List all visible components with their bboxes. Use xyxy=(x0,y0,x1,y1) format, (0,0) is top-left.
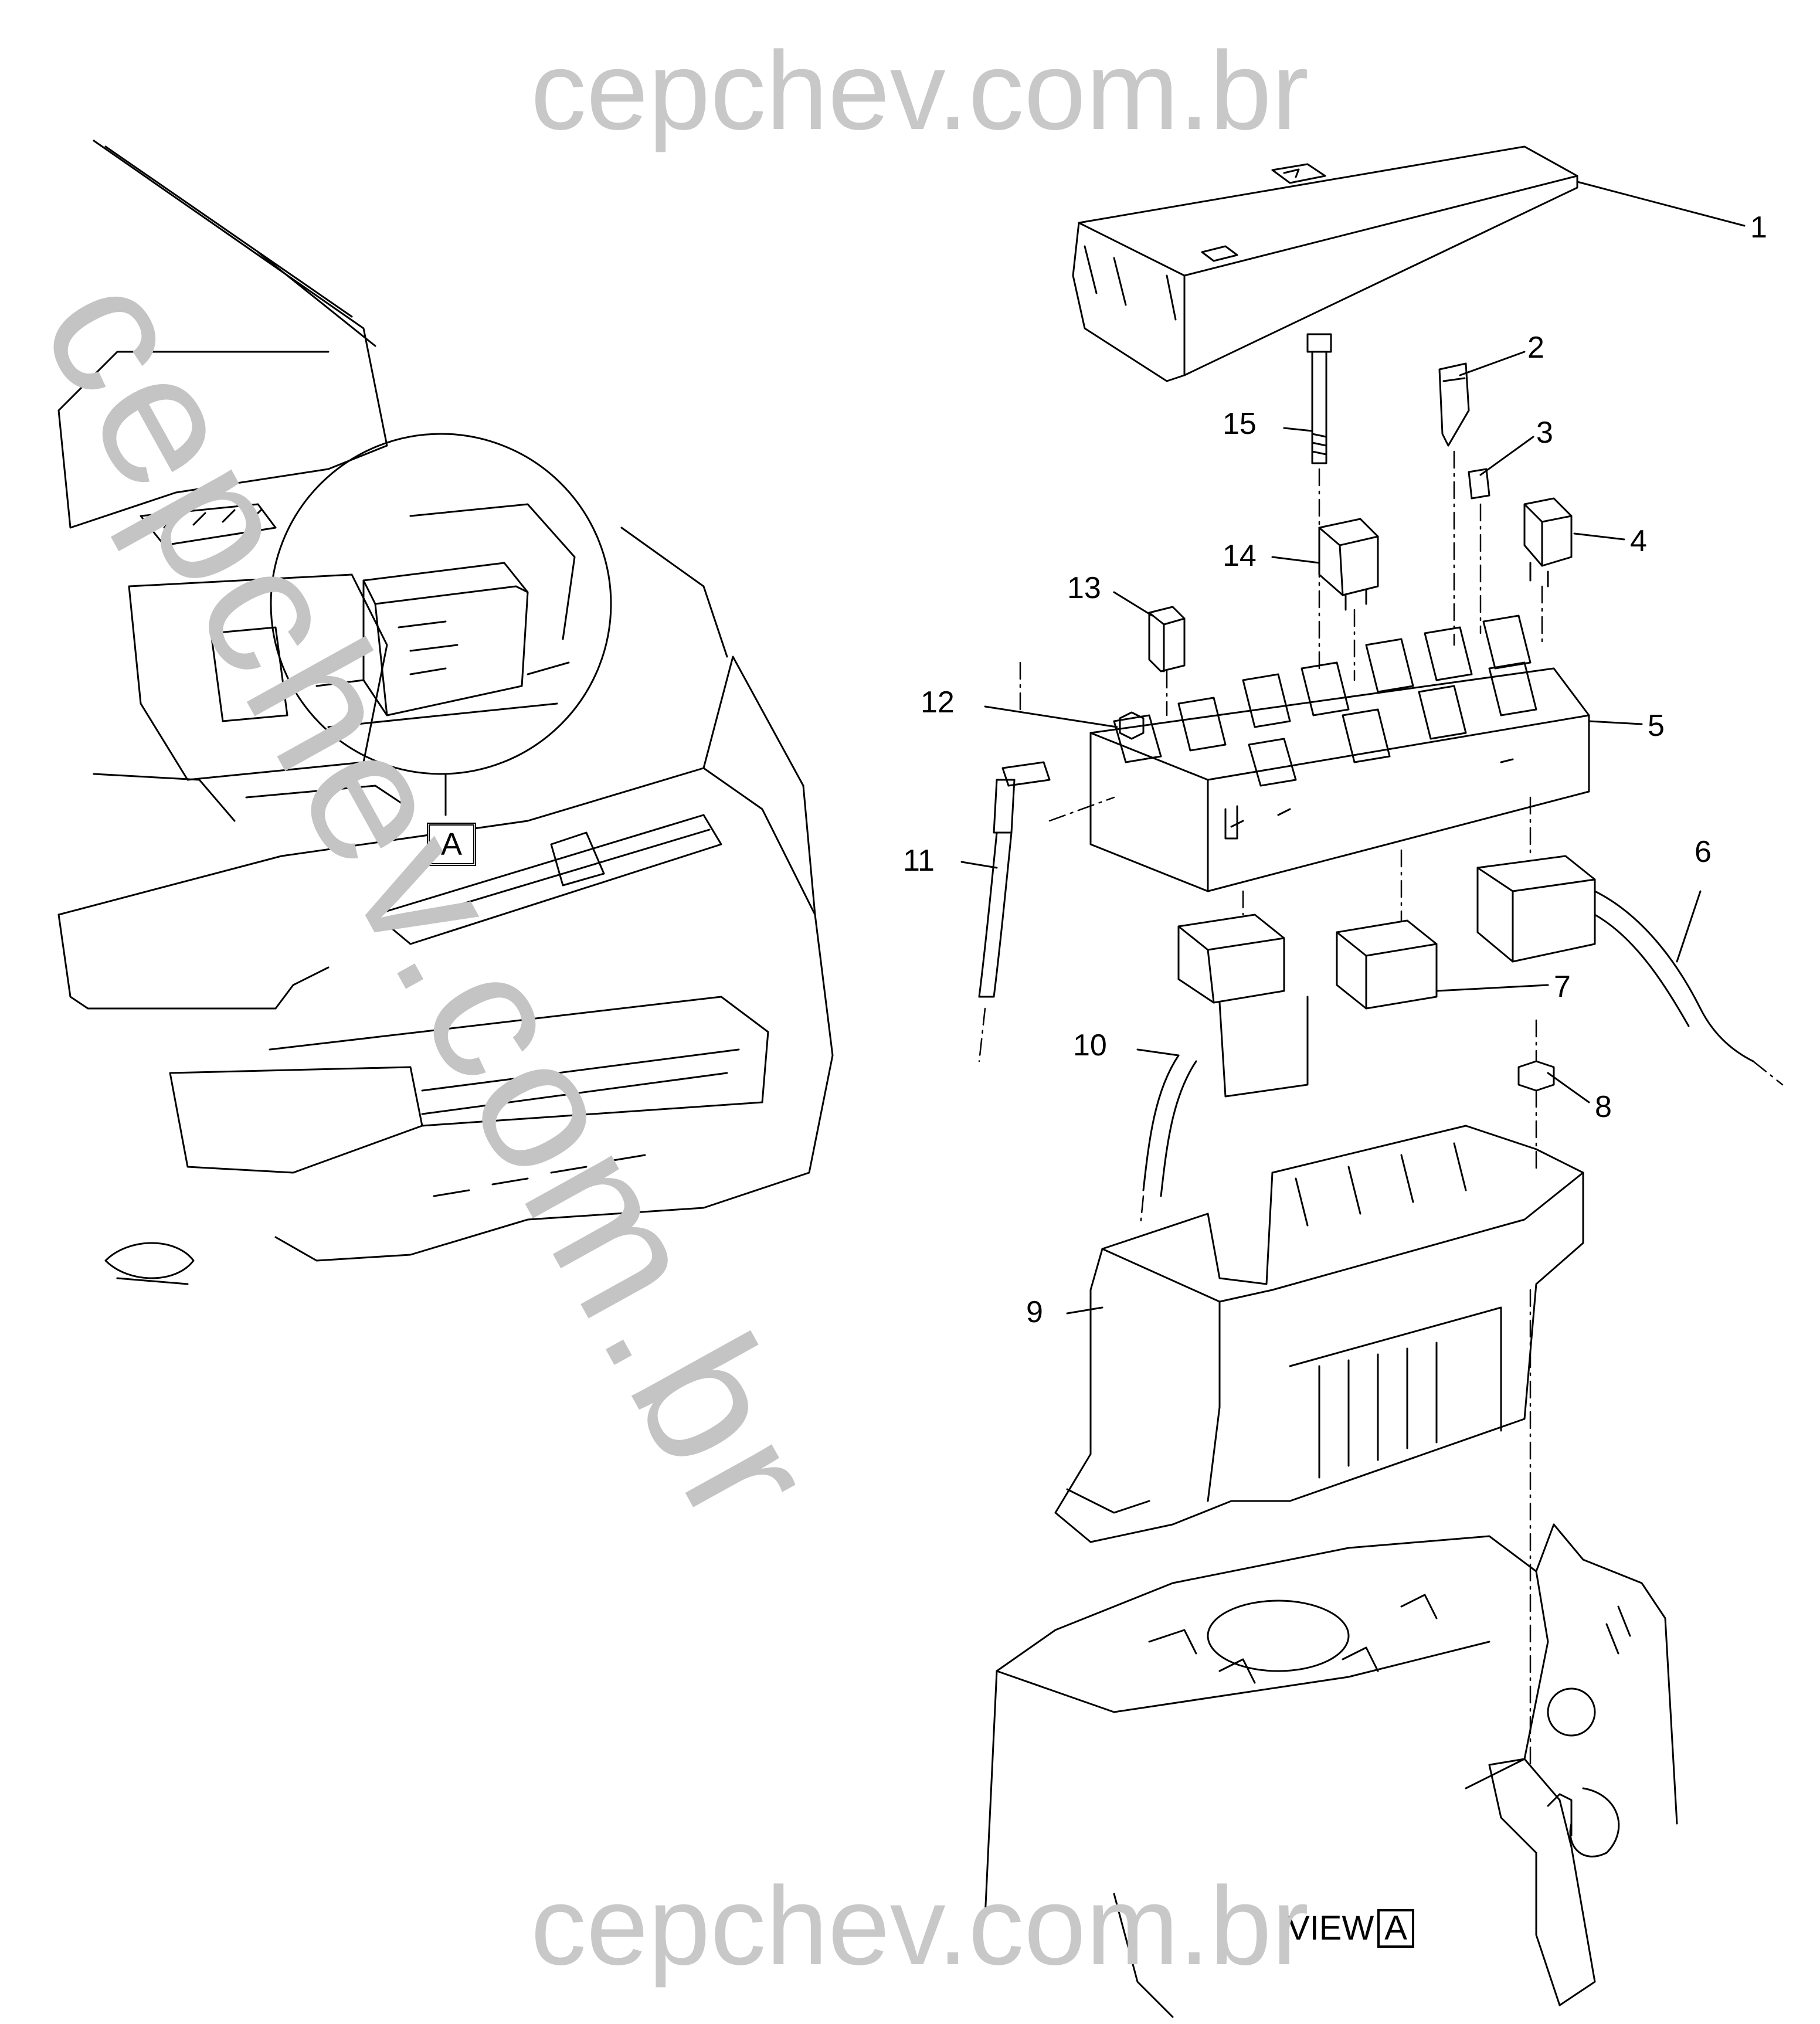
view-label-text: VIEW xyxy=(1287,1909,1374,1947)
fuse-block-cover xyxy=(1072,145,1578,382)
callout-2: 2 xyxy=(1527,331,1544,365)
callout-8: 8 xyxy=(1595,1090,1612,1124)
view-label-letter: A xyxy=(1377,1909,1414,1948)
watermark-top: cepchev.com.br xyxy=(531,29,1309,153)
callout-labels: 1 2 3 4 5 6 7 8 9 10 11 12 13 14 15 xyxy=(903,210,1767,1329)
mounting-bolt xyxy=(1306,333,1332,464)
callout-10: 10 xyxy=(1073,1028,1107,1062)
callout-1: 1 xyxy=(1750,210,1767,244)
callout-6: 6 xyxy=(1695,835,1712,869)
leader-lines xyxy=(960,181,1746,1315)
underhood-fuse-block xyxy=(1089,614,1590,892)
callout-15: 15 xyxy=(1223,407,1257,441)
callout-4: 4 xyxy=(1630,524,1647,558)
callout-5: 5 xyxy=(1648,709,1665,743)
vehicle-front-view xyxy=(57,140,834,1285)
relay-14 xyxy=(1318,518,1379,611)
maxi-fuse xyxy=(1438,362,1470,447)
callout-9: 9 xyxy=(1026,1295,1043,1329)
view-marker-box: A xyxy=(427,823,476,866)
wiring-harness-6 xyxy=(1594,890,1754,1062)
watermark-bottom: cepchev.com.br xyxy=(531,1864,1309,1988)
callout-7: 7 xyxy=(1554,970,1571,1004)
relay-4 xyxy=(1523,497,1573,587)
lower-tray xyxy=(1054,1125,1584,1543)
hex-nut xyxy=(1517,1060,1555,1092)
alignment-lines xyxy=(978,450,1784,1766)
mini-fuse xyxy=(1468,468,1490,500)
callout-13: 13 xyxy=(1067,571,1101,605)
callout-14: 14 xyxy=(1223,539,1257,573)
cartridge-fuse xyxy=(1148,606,1186,673)
battery-cable-assembly xyxy=(978,711,1145,998)
mounting-area-view xyxy=(984,1523,1678,2018)
callout-12: 12 xyxy=(921,685,955,719)
wiring-harness-10 xyxy=(1142,1054,1197,1197)
callout-11: 11 xyxy=(903,844,935,878)
callout-3: 3 xyxy=(1536,416,1553,450)
harness-connectors xyxy=(1177,855,1596,1098)
